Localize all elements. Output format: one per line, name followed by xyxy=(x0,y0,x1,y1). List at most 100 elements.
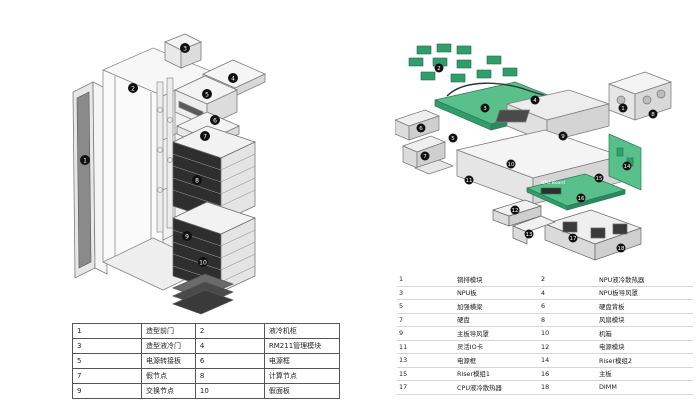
part-number: 3 xyxy=(397,286,455,300)
part-number: 2 xyxy=(194,323,265,339)
part-name: 造型液冷门 xyxy=(141,338,196,354)
server-illustration: NPU Board 1 2 3 4 5 xyxy=(395,43,673,261)
table-row: 11 灵活IO卡 12 电源模块 xyxy=(397,340,693,354)
part-number: 8 xyxy=(194,368,265,384)
front-door-part xyxy=(72,81,108,279)
part-number: 11 xyxy=(397,340,455,354)
part-name: DIMM xyxy=(597,380,693,395)
callout-badge: 6 xyxy=(416,123,426,133)
part-number: 10 xyxy=(539,326,597,341)
svg-text:18: 18 xyxy=(618,246,625,252)
svg-text:12: 12 xyxy=(512,208,519,214)
part-number: 5 xyxy=(397,299,455,314)
callout-badge: 7 xyxy=(420,151,430,161)
svg-text:6: 6 xyxy=(213,118,217,125)
manifold-part xyxy=(156,77,174,233)
part-name: NPU液冷散热器 xyxy=(597,273,693,287)
part-number: 17 xyxy=(397,380,455,395)
callout-badge: 14 xyxy=(622,161,632,171)
part-number: 15 xyxy=(397,367,455,381)
table-row: 3 造型液冷门 4 RM211管理模块 xyxy=(72,338,341,354)
part-name: 造型前门 xyxy=(141,323,196,339)
table-row: 5 加强横梁 6 硬盘背板 xyxy=(397,299,693,314)
callout-badge: 12 xyxy=(510,205,520,215)
callout-badge: 1 xyxy=(80,155,90,165)
server-parts-table: 1 铜排模块 2 NPU液冷散热器 3 NPU板 4 NPU板导风罩 5 加强横… xyxy=(397,273,693,395)
callout-badge: 8 xyxy=(648,109,658,119)
callout-badge: 7 xyxy=(200,131,210,141)
part-name: 计算节点 xyxy=(263,368,341,384)
callout-badge: 8 xyxy=(192,175,202,185)
part-number: 4 xyxy=(539,286,597,300)
part-number: 13 xyxy=(397,353,455,368)
cpu-cooler-part xyxy=(543,209,643,261)
table-row: 17 CPU液冷散热器 18 DIMM xyxy=(397,380,693,395)
part-name: 电源模块 xyxy=(597,340,693,354)
part-name: Riser模组1 xyxy=(455,367,539,381)
callout-badge: 3 xyxy=(480,103,490,113)
part-name: 假节点 xyxy=(141,368,196,384)
part-name: 主板导风罩 xyxy=(455,326,539,341)
svg-text:3: 3 xyxy=(483,106,487,112)
callout-badge: 2 xyxy=(434,63,444,73)
rack-callouts: 1 2 3 4 5 6 7 8 9 10 xyxy=(80,43,238,267)
svg-text:1: 1 xyxy=(621,106,625,112)
fan-modules-part xyxy=(607,71,673,121)
part-name: 铜排模块 xyxy=(455,273,539,287)
svg-text:2: 2 xyxy=(437,66,441,72)
npu-board-label: NPU Board xyxy=(541,180,565,186)
svg-text:13: 13 xyxy=(526,232,533,238)
part-number: 7 xyxy=(72,368,142,384)
part-name: 电源转接板 xyxy=(141,353,196,369)
svg-text:9: 9 xyxy=(185,234,189,241)
part-name: 灵活IO卡 xyxy=(455,340,539,354)
svg-text:10: 10 xyxy=(508,162,515,168)
part-number: 2 xyxy=(539,273,597,287)
callout-badge: 17 xyxy=(568,233,578,243)
server-callouts: 1 2 3 4 5 6 7 8 9 10 11 12 13 14 15 16 1… xyxy=(416,63,658,253)
server-exploded-diagram: NPU Board 1 2 3 4 5 xyxy=(395,38,690,273)
part-name: 电源框 xyxy=(455,353,539,368)
callout-badge: 4 xyxy=(228,73,238,83)
compute-nodes-part xyxy=(172,125,256,293)
svg-text:16: 16 xyxy=(578,196,585,202)
part-name: 液冷机柜 xyxy=(263,323,341,339)
rack-parts-table: 1 造型前门 2 液冷机柜 3 造型液冷门 4 RM211管理模块 5 电源转接… xyxy=(72,323,341,399)
svg-text:5: 5 xyxy=(205,92,209,99)
part-name: 机箱 xyxy=(597,326,693,341)
callout-badge: 4 xyxy=(530,95,540,105)
svg-text:15: 15 xyxy=(596,176,603,182)
svg-text:4: 4 xyxy=(533,98,537,104)
part-number: 9 xyxy=(72,383,142,399)
callout-badge: 6 xyxy=(210,115,220,125)
part-number: 10 xyxy=(194,383,265,399)
part-number: 9 xyxy=(397,326,455,341)
callout-badge: 13 xyxy=(524,229,534,239)
svg-text:17: 17 xyxy=(570,236,577,242)
part-name: 电源框 xyxy=(263,353,341,369)
table-row: 7 硬盘 8 风扇模块 xyxy=(397,313,693,327)
part-number: 8 xyxy=(539,313,597,327)
svg-text:4: 4 xyxy=(231,76,235,83)
table-row: 1 造型前门 2 液冷机柜 xyxy=(72,323,341,339)
part-number: 18 xyxy=(539,380,597,395)
part-name: CPU液冷散热器 xyxy=(455,380,539,395)
part-name: NPU板 xyxy=(455,286,539,300)
npu-cold-plates-part xyxy=(408,43,518,83)
svg-text:7: 7 xyxy=(203,134,207,141)
svg-text:6: 6 xyxy=(419,126,423,132)
callout-badge: 3 xyxy=(180,43,190,53)
part-name: 假面板 xyxy=(263,383,341,399)
table-row: 13 电源框 14 Riser模组2 xyxy=(397,353,693,368)
table-row: 5 电源转接板 6 电源框 xyxy=(72,353,341,369)
node-slot-lines xyxy=(172,153,256,283)
part-number: 1 xyxy=(72,323,142,339)
callout-badge: 10 xyxy=(198,257,208,267)
table-row: 3 NPU板 4 NPU板导风罩 xyxy=(397,286,693,300)
part-number: 1 xyxy=(397,273,455,287)
rack-illustration: 1 2 3 4 5 6 7 8 9 10 xyxy=(72,33,266,315)
blank-panels-part xyxy=(172,273,234,315)
svg-text:14: 14 xyxy=(624,164,631,170)
callout-badge: 9 xyxy=(558,131,568,141)
part-number: 6 xyxy=(194,353,265,369)
